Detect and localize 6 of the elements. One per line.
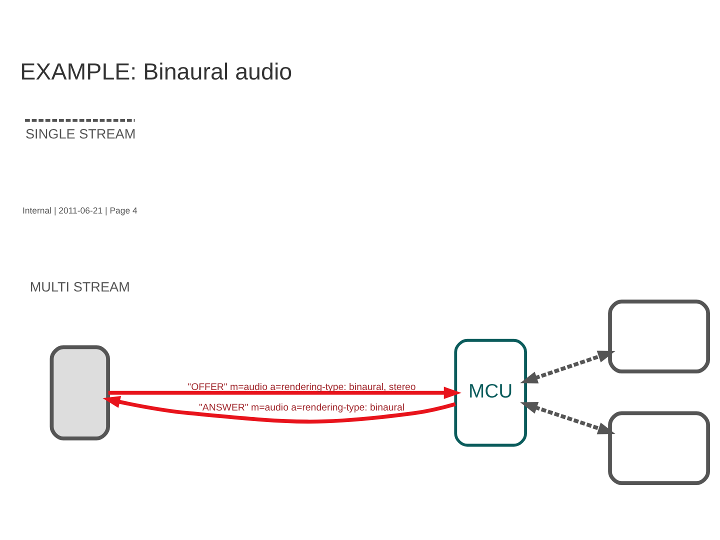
label: MULTI STREAM [30,280,130,295]
edge-label: "ANSWER" m=audio a=rendering-type: binaural [198,402,405,414]
label: Internal | 2011-06-21 | Page 4 [22,205,138,216]
legend-label: SINGLE STREAM [26,126,136,142]
edge-label: "OFFER" m=audio a=rendering-type: binaural, stereo [188,382,416,393]
diagram-title: EXAMPLE: Binaural audio [20,58,292,84]
